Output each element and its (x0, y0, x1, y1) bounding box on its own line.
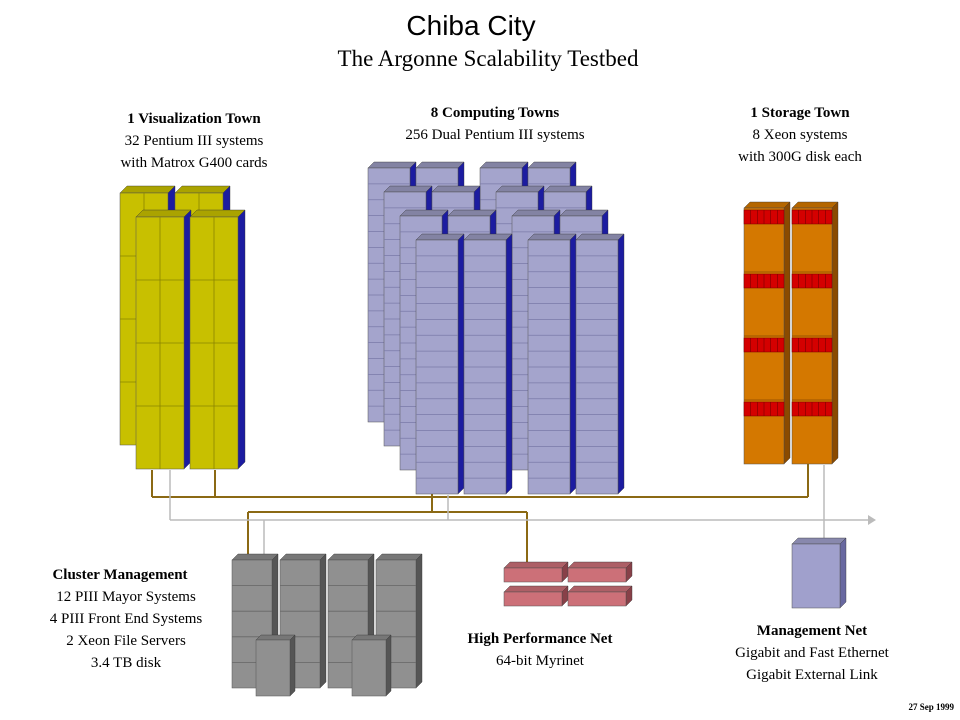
compute-rack (575, 233, 625, 495)
cluster-mgmt-line4: 3.4 TB disk (90, 655, 162, 671)
storage-rack (743, 201, 791, 465)
computing-towns-line1: 256 Dual Pentium III systems (405, 127, 585, 143)
myrinet-switch (567, 585, 633, 607)
mgmt-net-line1: Gigabit and Fast Ethernet (735, 645, 889, 661)
cluster-mgmt-line1: 12 PIII Mayor Systems (56, 589, 196, 605)
storage-rack (791, 201, 839, 465)
hp-net-line1: 64-bit Myrinet (496, 653, 584, 669)
visualization-town-racks (119, 185, 246, 470)
page-subtitle: The Argonne Scalability Testbed (337, 46, 639, 71)
viz-town-line1: 32 Pentium III systems (124, 133, 264, 149)
file-server (255, 634, 296, 697)
storage-town-heading: 1 Storage Town (750, 105, 850, 121)
network-lines (151, 460, 876, 565)
mgmt-server-rack (279, 553, 327, 689)
mgmt-net-line2: Gigabit External Link (746, 667, 878, 683)
viz-town-heading: 1 Visualization Town (127, 111, 261, 127)
storage-town-line2: with 300G disk each (738, 149, 862, 165)
mgmt-net-heading: Management Net (756, 623, 868, 639)
myrinet-switch (503, 561, 569, 583)
compute-rack (415, 233, 465, 495)
storage-town-line1: 8 Xeon systems (752, 127, 848, 143)
viz-rack (135, 209, 192, 470)
myrinet-switch (567, 561, 633, 583)
myrinet-switches (503, 561, 633, 607)
myrinet-switch (503, 585, 569, 607)
cluster-mgmt-heading: Cluster Management (52, 567, 188, 583)
cluster-management-servers (231, 553, 423, 697)
hp-net-heading: High Performance Net (467, 631, 613, 647)
management-net-switch (791, 537, 847, 609)
computing-town-racks (367, 161, 625, 495)
management-switch-box (791, 537, 847, 609)
page-title: Chiba City (406, 10, 536, 41)
computing-towns-label: 8 Computing Towns 256 Dual Pentium III s… (370, 102, 620, 146)
viz-rack (189, 209, 246, 470)
compute-rack (463, 233, 513, 495)
computing-towns-heading: 8 Computing Towns (430, 105, 560, 121)
date-stamp: 27 Sep 1999 (908, 702, 954, 712)
storage-town-racks (743, 201, 839, 465)
cluster-mgmt-line2: 4 PIII Front End Systems (49, 611, 203, 627)
mgmt-net-label: Management Net Gigabit and Fast Ethernet… (702, 620, 922, 686)
network-arrow-head (868, 515, 876, 525)
cluster-mgmt-label: Cluster Management 12 PIII Mayor Systems… (16, 564, 236, 674)
file-server (351, 634, 392, 697)
viz-town-line2: with Matrox G400 cards (120, 155, 268, 171)
compute-rack (527, 233, 577, 495)
viz-town-label: 1 Visualization Town 32 Pentium III syst… (84, 108, 304, 174)
cluster-mgmt-line3: 2 Xeon File Servers (66, 633, 186, 649)
hp-net-label: High Performance Net 64-bit Myrinet (440, 628, 640, 672)
storage-town-label: 1 Storage Town 8 Xeon systems with 300G … (700, 102, 900, 168)
